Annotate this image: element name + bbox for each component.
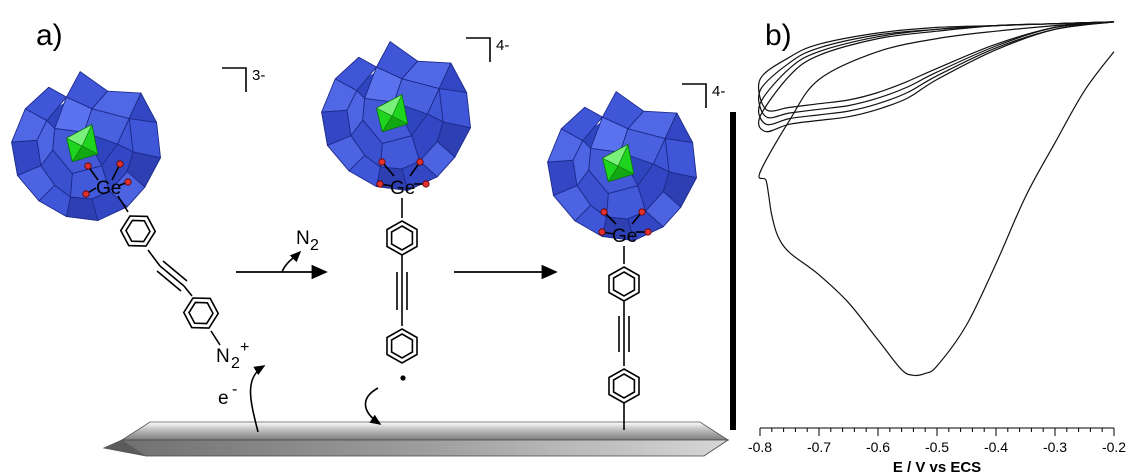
ge-label-2: Ge [390, 178, 415, 199]
x-tick-label: -0.3 [1043, 439, 1067, 455]
svg-text:2: 2 [231, 355, 240, 372]
x-tick-label: -0.2 [1102, 439, 1126, 455]
grafting-arrow [364, 387, 382, 425]
charge-bracket-3: 4- [682, 83, 725, 108]
linker-1 [82, 160, 224, 346]
cv-scan-2 [757, 21, 1115, 133]
x-tick-label: -0.7 [807, 439, 831, 455]
cv-plot: -0.8 -0.7 -0.6 -0.5 -0.4 -0.3 -0.2 E / V vs EC… [748, 21, 1126, 476]
x-tick-label: -0.4 [984, 439, 1008, 455]
x-tick-label: -0.5 [925, 439, 949, 455]
x-tick-label: -0.8 [748, 439, 772, 455]
panel-a-label: a) [36, 19, 63, 52]
pom-cluster-2 [321, 41, 471, 191]
svg-text:e: e [218, 388, 229, 409]
svg-text:N: N [296, 228, 310, 249]
x-axis-title: E / V vs ECS [893, 459, 981, 476]
cv-scan-3 [757, 21, 1115, 126]
x-axis-ticks: -0.8 -0.7 -0.6 -0.5 -0.4 -0.3 -0.2 [748, 428, 1126, 455]
x-tick-label: -0.6 [866, 439, 890, 455]
svg-text:+: + [240, 339, 249, 356]
pom-cluster-3 [547, 91, 697, 241]
svg-text:-: - [232, 381, 237, 398]
charge-label-1: 3- [252, 67, 265, 84]
linker-2 [376, 158, 430, 381]
ge-label-3: Ge [612, 226, 637, 247]
svg-text:N: N [216, 346, 230, 367]
charge-label-3: 4- [712, 83, 725, 100]
charge-bracket-2: 4- [466, 37, 509, 62]
cv-curves [757, 21, 1115, 377]
linker-3 [598, 208, 652, 430]
n2-release-arrow [281, 250, 302, 273]
charge-bracket-1: 3- [222, 67, 265, 92]
pom-cluster-1 [11, 71, 161, 221]
n2-label: N 2 [296, 228, 319, 254]
electrode [102, 421, 730, 457]
diazonium-label: N 2 + [216, 339, 249, 372]
electron-transfer-arrow [249, 365, 266, 433]
radical-dot [400, 375, 406, 381]
cv-scan-4 [757, 21, 1115, 119]
cv-scan-1 [758, 21, 1115, 377]
charge-label-2: 4- [496, 37, 509, 54]
cv-scan-5 [757, 21, 1115, 112]
ge-label-1: Ge [96, 178, 121, 199]
svg-text:2: 2 [310, 237, 319, 254]
panel-b-label: b) [765, 19, 792, 52]
electron-label: e - [218, 381, 237, 409]
